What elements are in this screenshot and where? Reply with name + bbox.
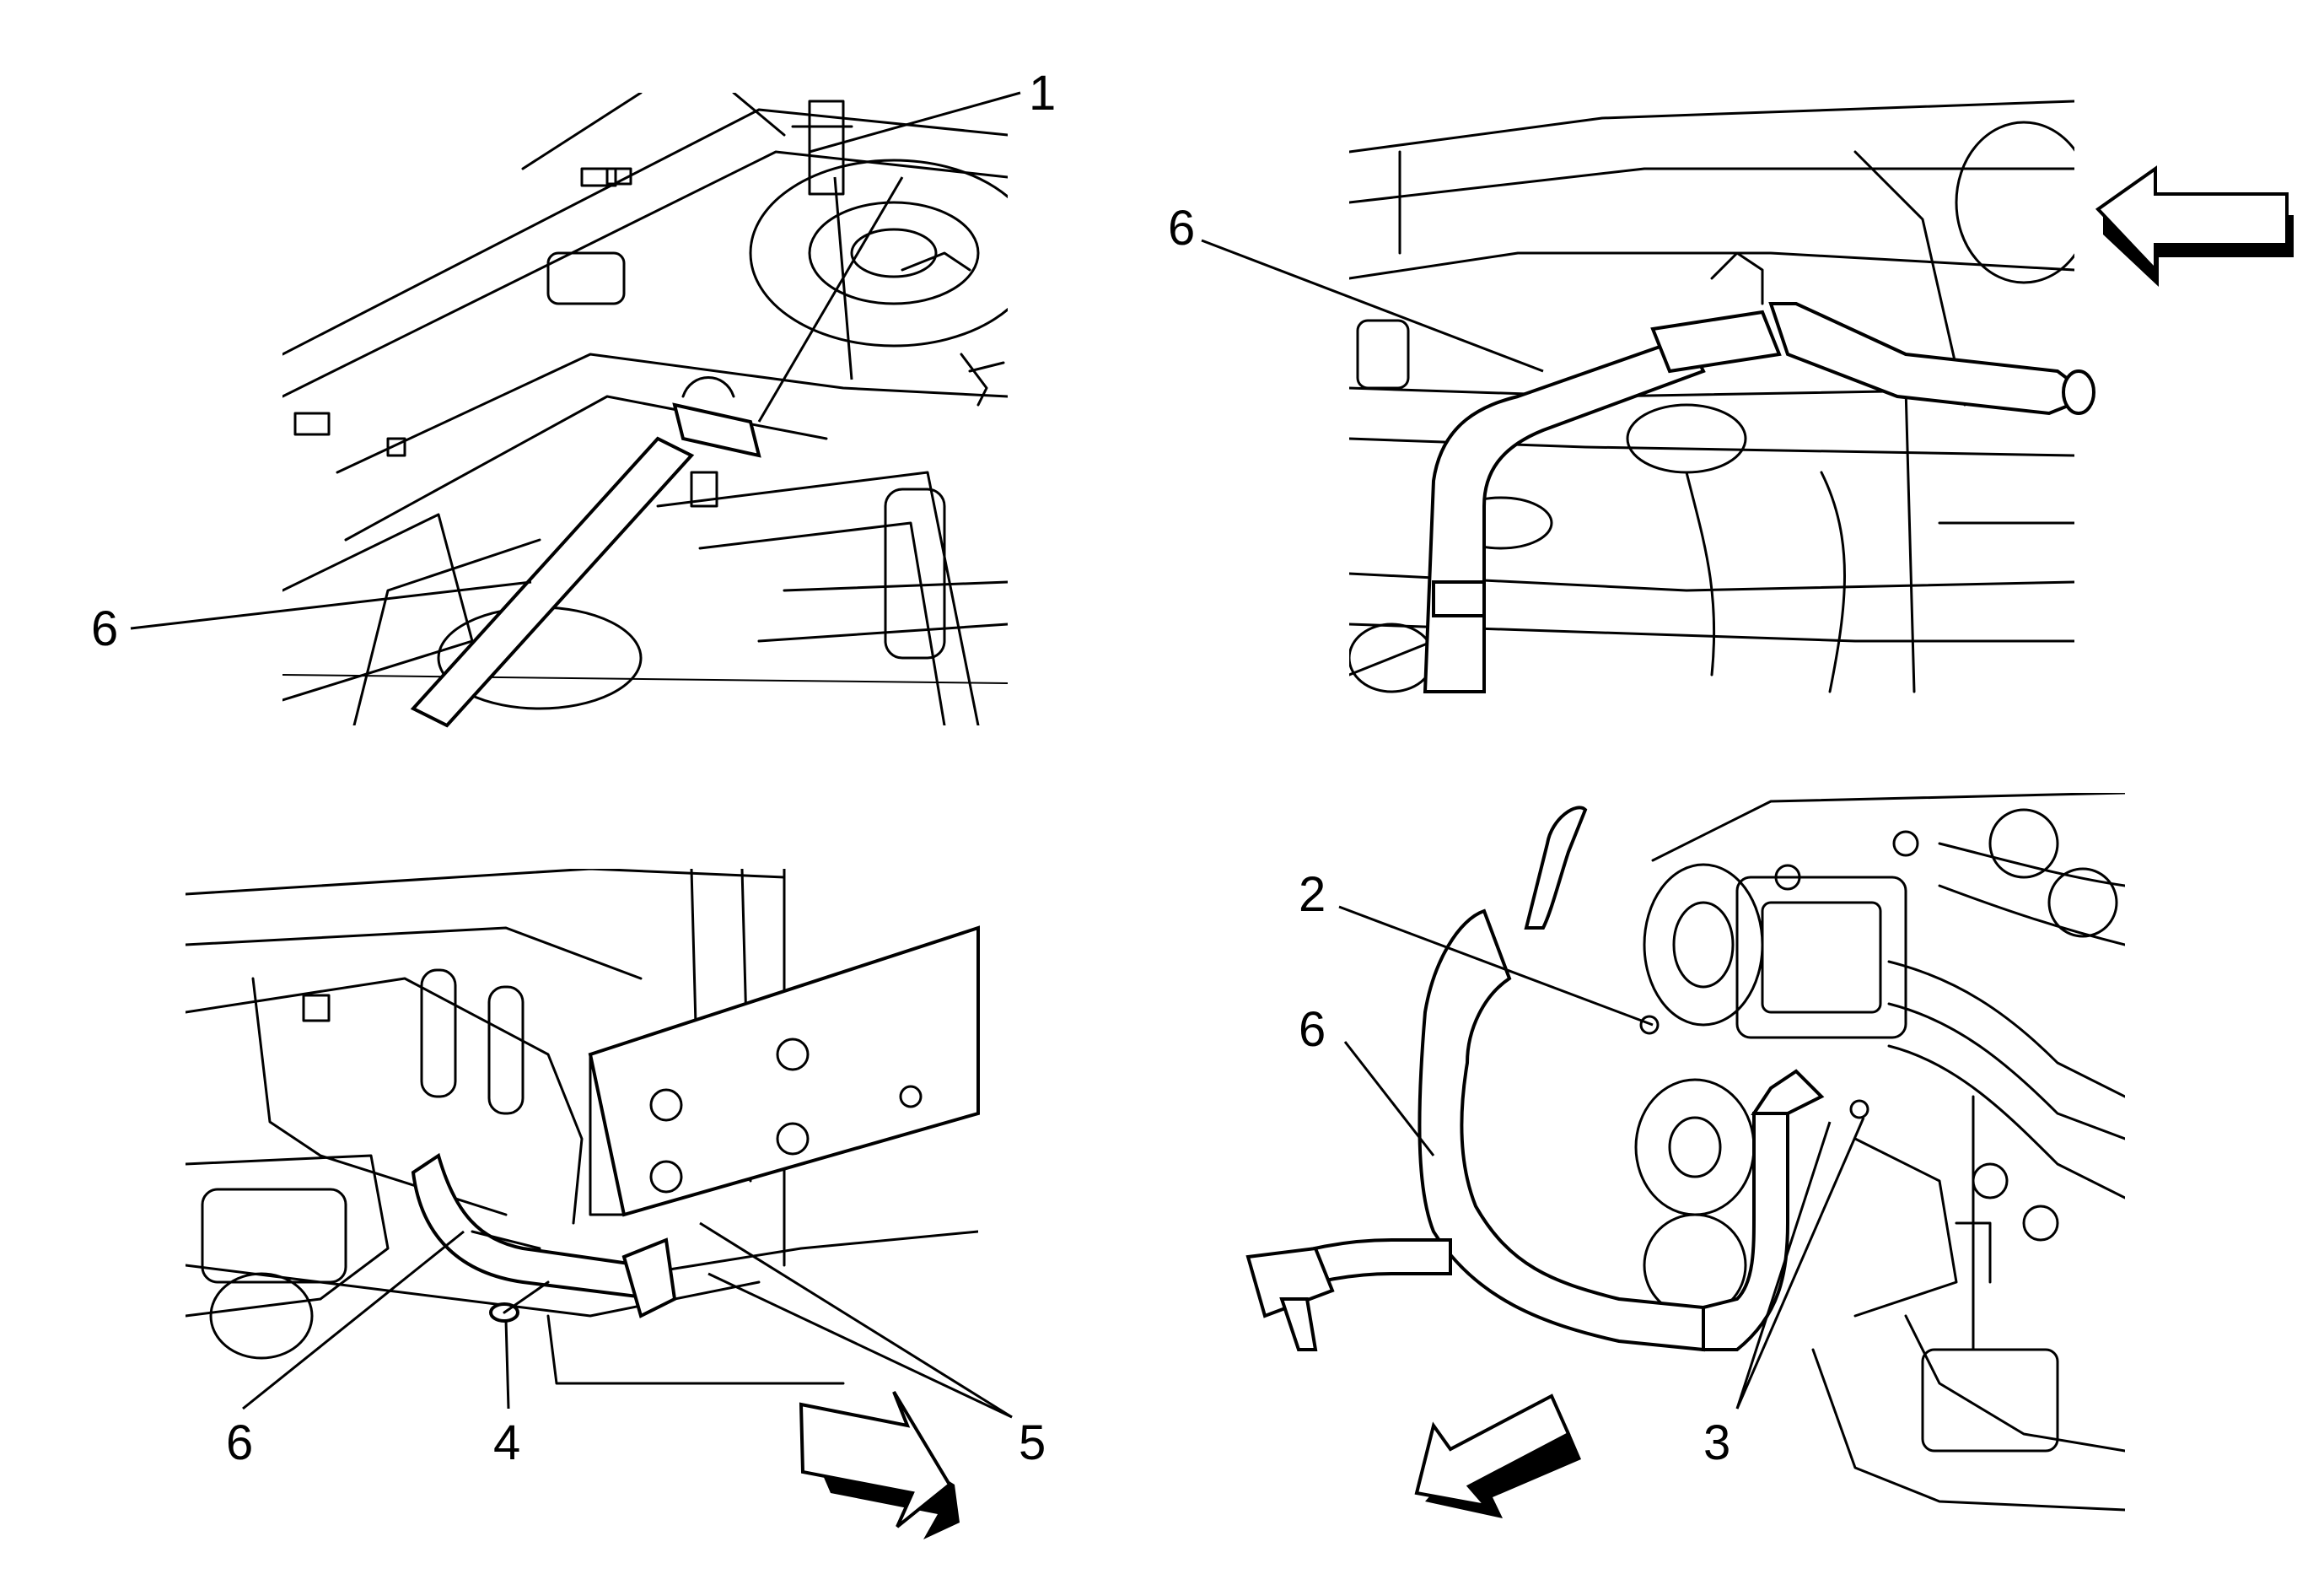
callout-2: 2 [1299,867,1326,922]
leader-line [1735,1117,1865,1410]
leader-line [242,1230,465,1410]
callout-5: 5 [1019,1415,1046,1470]
direction-arrow-icon [1414,1393,1581,1518]
leader-line [1735,1121,1832,1410]
callout-1: 1 [1029,66,1056,121]
callout-4: 4 [493,1415,520,1470]
leader-line [707,1272,1013,1419]
callout-3: 3 [1703,1415,1730,1470]
leader-line [809,91,1021,154]
panel-bottom-left: 6 4 5 [186,869,1046,1539]
panel-top-right: 6 [1168,100,2294,693]
callout-6: 6 [1299,1002,1326,1057]
leader-line [1201,239,1544,373]
panel-top-left: 1 6 [91,66,1056,728]
leader-line [699,1221,1013,1419]
direction-arrow-icon [2095,165,2294,287]
leader-line [130,580,532,630]
callout-6: 6 [1168,201,1195,256]
direction-arrow-icon [799,1390,960,1539]
panel-bottom-right: 2 6 3 [1245,793,2125,1518]
leader-line [1338,905,1654,1027]
callout-6: 6 [226,1415,253,1470]
leader-line [504,1319,510,1410]
callout-6: 6 [91,601,118,656]
leader-line [1343,1041,1435,1156]
